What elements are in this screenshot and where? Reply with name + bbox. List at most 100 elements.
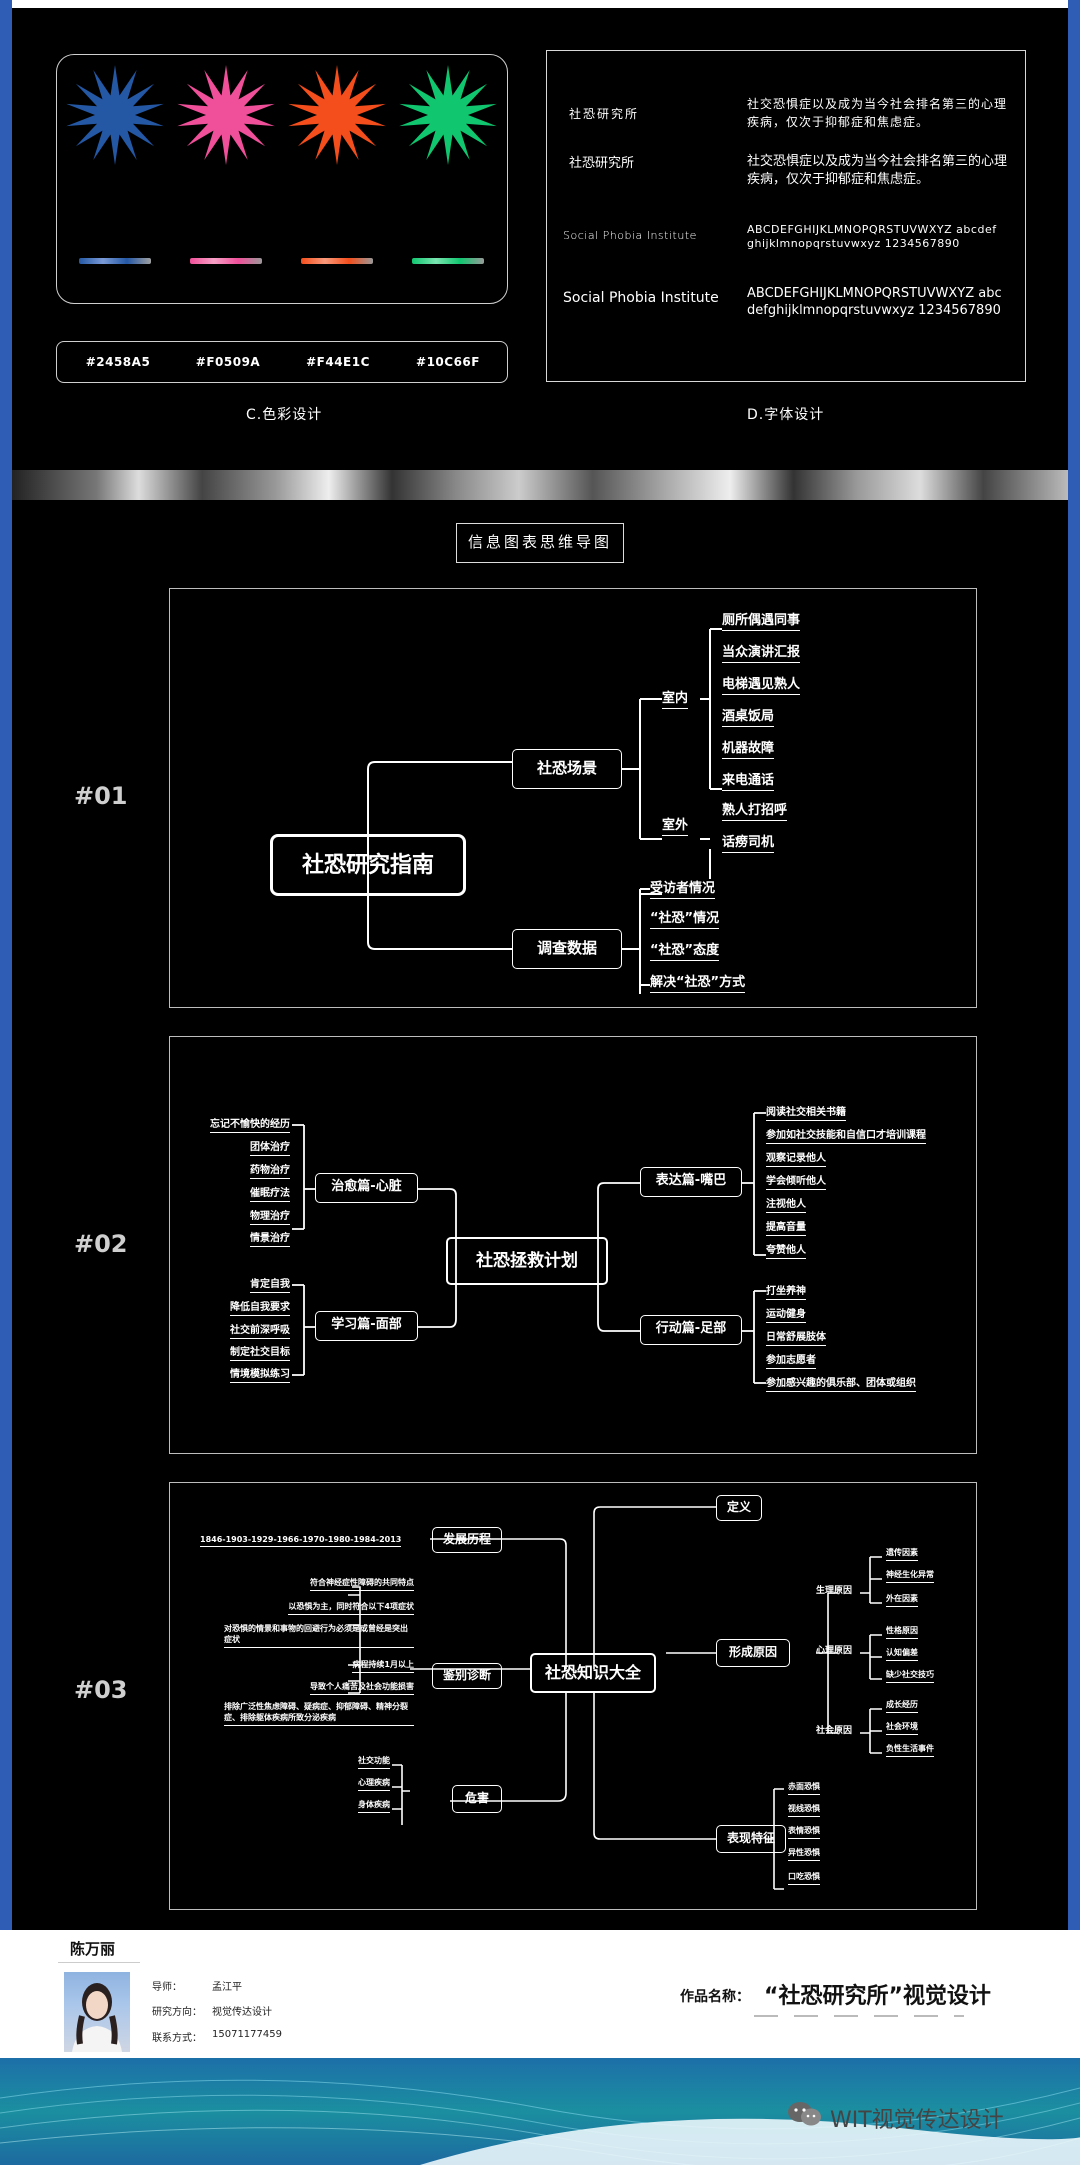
map-3-diagnosis-item: 对恐惧的情景和事物的回避行为必须是或曾经是突出症状 xyxy=(224,1623,414,1648)
map-3-symptom-item: 口吃恐惧 xyxy=(788,1871,820,1885)
mind-map-2: 社恐拯救计划 治愈篇-心脏 学习篇-面部 表达篇-嘴巴 行动篇-足部 忘记不愉快… xyxy=(169,1036,977,1454)
map-2-heart-item: 忘记不愉快的经历 xyxy=(210,1115,290,1133)
map-3-harm-item: 身体疾病 xyxy=(358,1799,390,1813)
font-sample-text-1: 社交恐惧症以及成为当今社会排名第三的心理疾病，仅次于抑郁症和焦虑症。 xyxy=(747,97,1008,129)
hex-code-panel: #2458A5 #F0509A #F44E1C #10C66F xyxy=(56,341,508,383)
star-icon-blue xyxy=(66,65,164,165)
name-divider xyxy=(58,1962,140,1963)
hex-code-blue: #2458A5 xyxy=(85,355,151,369)
map-2-heart-item: 物理治疗 xyxy=(250,1207,290,1225)
color-swatch-panel xyxy=(56,54,508,304)
map-2-heart-item: 催眠疗法 xyxy=(250,1184,290,1202)
map-2-foot-node: 行动篇-足部 xyxy=(640,1315,742,1345)
map-1-indoor-item: 电梯遇见熟人 xyxy=(722,673,801,695)
map-3-root-node: 社恐知识大全 xyxy=(530,1653,656,1693)
map-3-psych-item: 性格原因 xyxy=(886,1625,918,1639)
metallic-texture-strip xyxy=(12,470,1068,500)
brand-banner: WIT视觉传达设计 xyxy=(0,2058,1080,2165)
map-3-harm-node: 危害 xyxy=(452,1785,502,1813)
map-number-2: #02 xyxy=(74,1230,128,1258)
star-icon-orange xyxy=(288,65,386,165)
map-2-heart-node: 治愈篇-心脏 xyxy=(315,1173,418,1203)
map-1-scene-node: 社恐场景 xyxy=(512,749,622,789)
map-2-face-item: 社交前深呼吸 xyxy=(230,1321,290,1339)
map-number-1: #01 xyxy=(74,782,128,810)
map-2-root-node: 社恐拯救计划 xyxy=(446,1237,608,1285)
map-1-survey-item: 解决“社恐”方式 xyxy=(650,971,746,993)
map-3-diagnosis-item: 排除广泛性焦虑障碍、疑病症、抑郁障碍、精神分裂症、排除躯体疾病所致分泌疾病 xyxy=(224,1701,414,1726)
color-bar-orange xyxy=(301,258,373,264)
map-2-mouth-item: 提高音量 xyxy=(766,1218,806,1236)
map-3-history-node: 发展历程 xyxy=(432,1527,502,1553)
direction-value: 视觉传达设计 xyxy=(212,2007,272,2018)
star-icon-green xyxy=(399,65,497,165)
star-icon-pink xyxy=(177,65,275,165)
map-number-3: #03 xyxy=(74,1676,128,1704)
map-3-symptom-item: 异性恐惧 xyxy=(788,1847,820,1861)
map-3-psych-item: 认知偏差 xyxy=(886,1647,918,1661)
author-avatar xyxy=(64,1972,130,2052)
map-2-foot-item: 打坐养神 xyxy=(766,1282,806,1300)
map-3-physio-node: 生理原因 xyxy=(816,1586,853,1596)
font-sample-text-4: ABCDEFGHIJKLMNOPQRSTUVWXYZ abcdefghijklm… xyxy=(747,286,1002,318)
map-3-harm-item: 心理疾病 xyxy=(358,1777,390,1791)
left-blue-border xyxy=(0,0,12,1930)
map-1-indoor-item: 当众演讲汇报 xyxy=(722,641,801,663)
map-3-physio-item: 外在因素 xyxy=(886,1593,918,1607)
direction-label: 研究方向： xyxy=(152,2007,202,2018)
map-1-survey-item: “社恐”态度 xyxy=(650,939,720,961)
map-2-foot-item: 参加志愿者 xyxy=(766,1351,816,1369)
map-3-physio-item: 神经生化异常 xyxy=(886,1569,934,1583)
map-1-indoor-item: 厕所偶遇同事 xyxy=(722,609,801,631)
contact-value: 15071177459 xyxy=(212,2029,282,2040)
map-2-face-item: 制定社交目标 xyxy=(230,1343,290,1361)
hex-code-orange: #F44E1C xyxy=(306,355,370,369)
color-design-caption: C.色彩设计 xyxy=(246,407,323,423)
map-1-survey-item: 受访者情况 xyxy=(650,877,716,899)
map-3-diagnosis-item: 以恐惧为主，同时符合以下4项症状 xyxy=(288,1601,414,1615)
map-3-diagnosis-item: 病程持续1月以上 xyxy=(352,1659,414,1673)
map-3-definition-node: 定义 xyxy=(716,1495,762,1521)
map-2-face-item: 肯定自我 xyxy=(250,1275,290,1293)
map-2-mouth-item: 注视他人 xyxy=(766,1195,806,1213)
section-title: 信息图表思维导图 xyxy=(456,523,624,563)
map-2-heart-item: 药物治疗 xyxy=(250,1161,290,1179)
map-3-physio-item: 遗传因素 xyxy=(886,1547,918,1561)
map-2-heart-item: 团体治疗 xyxy=(250,1138,290,1156)
map-3-diagnosis-node: 鉴别诊断 xyxy=(432,1663,502,1689)
map-1-indoor-item: 酒桌饭局 xyxy=(722,705,775,727)
wechat-icon xyxy=(786,2100,824,2128)
mind-map-2-lines xyxy=(292,1112,766,1384)
work-title: “社恐研究所”视觉设计 xyxy=(764,1984,991,2009)
map-2-face-item: 降低自我要求 xyxy=(230,1298,290,1316)
advisor-label: 导师： xyxy=(152,1982,182,1993)
map-2-mouth-item: 阅读社交相关书籍 xyxy=(766,1103,846,1121)
map-1-indoor-item: 机器故障 xyxy=(722,737,775,759)
map-1-root-node: 社恐研究指南 xyxy=(270,834,466,896)
font-sample-name-4: Social Phobia Institute xyxy=(563,290,719,306)
map-3-cause-node: 形成原因 xyxy=(716,1639,790,1667)
map-2-mouth-item: 观察记录他人 xyxy=(766,1149,826,1167)
map-2-mouth-node: 表达篇-嘴巴 xyxy=(640,1167,742,1197)
poster: #2458A5 #F0509A #F44E1C #10C66F C.色彩设计 社… xyxy=(12,8,1068,1930)
map-2-mouth-item: 学会倾听他人 xyxy=(766,1172,826,1190)
font-sample-name-2: 社恐研究所 xyxy=(569,156,635,171)
map-2-foot-item: 日常舒展肢体 xyxy=(766,1328,826,1346)
map-3-social-node: 社会原因 xyxy=(816,1726,853,1736)
map-3-symptom-node: 表现特征 xyxy=(716,1825,786,1853)
map-3-psych-item: 缺少社交技巧 xyxy=(886,1669,934,1683)
mind-map-1-lines xyxy=(367,628,722,994)
mind-map-1: 社恐研究指南 社恐场景 调查数据 室内 室外 厕所偶遇同事 当众演讲汇报 电梯遇… xyxy=(169,588,977,1008)
map-2-heart-item: 情景治疗 xyxy=(250,1229,290,1247)
map-1-survey-node: 调查数据 xyxy=(512,929,622,969)
wave-decoration xyxy=(0,2079,1080,2165)
work-title-underline xyxy=(754,2015,964,2017)
map-2-face-node: 学习篇-面部 xyxy=(315,1311,418,1341)
right-blue-border xyxy=(1068,0,1080,1930)
map-1-indoor-item: 来电通话 xyxy=(722,769,775,791)
map-3-social-item: 成长经历 xyxy=(886,1699,918,1713)
font-sample-text-2: 社交恐惧症以及成为当今社会排名第三的心理疾病，仅次于抑郁症和焦虑症。 xyxy=(747,154,1008,187)
map-1-indoor-label: 室内 xyxy=(662,687,689,709)
author-footer: 陈万丽 导师： 孟江平 研究方向： 视觉传达设计 联系方式： 150711774… xyxy=(0,1930,1080,2060)
map-3-diagnosis-item: 导致个人痛苦及社会功能损害 xyxy=(310,1681,414,1695)
